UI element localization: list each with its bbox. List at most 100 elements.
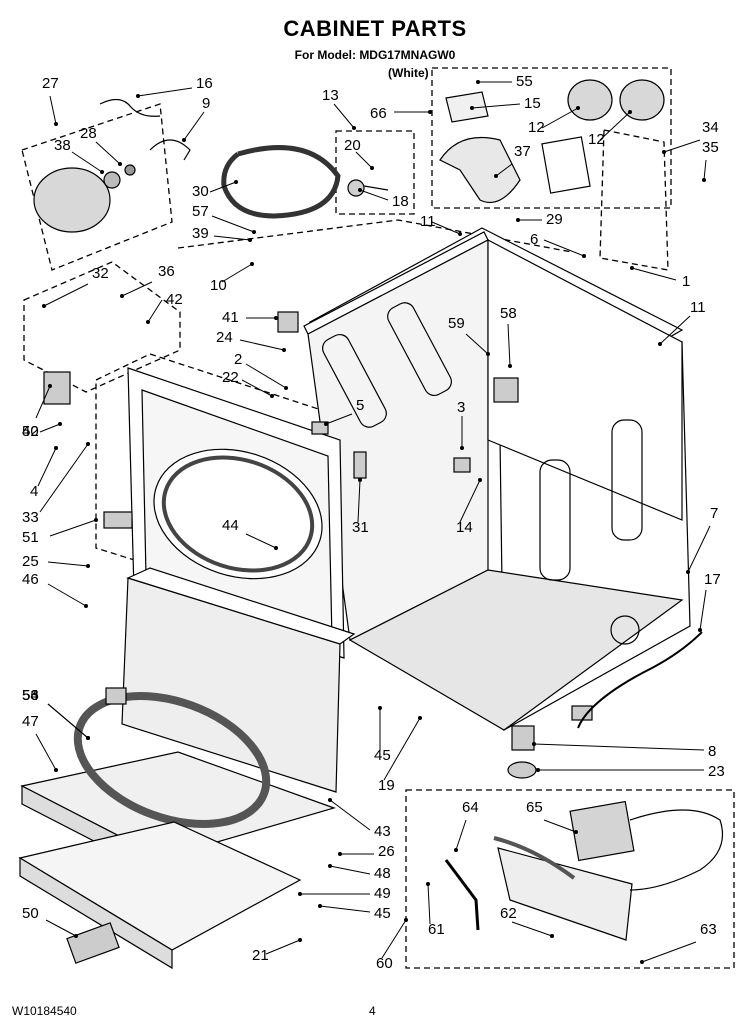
- leader-line: [35, 733, 57, 771]
- leader-arrowhead: [282, 348, 286, 352]
- leader-line: [49, 519, 97, 537]
- callout-number: 53: [22, 687, 39, 704]
- leader-arrowhead: [328, 798, 332, 802]
- callout-number: 15: [524, 95, 541, 112]
- callout-number: 3: [457, 399, 465, 416]
- leader-line: [147, 299, 163, 323]
- callout-number: 54: [22, 687, 39, 704]
- leader-arrowhead: [274, 546, 278, 550]
- callout-number: 35: [702, 139, 719, 156]
- callout-number: 25: [22, 553, 39, 570]
- cabinet-base: [348, 569, 684, 731]
- page-number: 4: [369, 1004, 376, 1018]
- leader-line: [47, 583, 87, 607]
- leader-line: [543, 239, 585, 257]
- leader-line: [71, 151, 103, 173]
- callout-number: 10: [210, 277, 227, 294]
- vent-plate: [445, 91, 489, 123]
- callout-number: 1: [682, 273, 690, 290]
- callout-number: 30: [192, 183, 209, 200]
- leader-line: [39, 443, 89, 513]
- leader-arrowhead: [494, 174, 498, 178]
- leader-arrowhead: [486, 352, 490, 356]
- small-parts: [43, 311, 593, 964]
- callout-number: 28: [80, 125, 97, 142]
- leader-arrowhead: [536, 768, 540, 772]
- leader-arrowhead: [426, 882, 430, 886]
- page-title: CABINET PARTS: [283, 16, 467, 41]
- leader-arrowhead: [120, 294, 124, 298]
- leader-arrowhead: [658, 342, 662, 346]
- instruction-booklet: [541, 136, 591, 194]
- callout-number: 56: [22, 687, 39, 704]
- callout-number: 24: [216, 329, 233, 346]
- switch-part-5: [311, 421, 329, 435]
- switch-part-41: [277, 311, 299, 333]
- leader-line: [355, 151, 373, 169]
- motor-pulley: [103, 171, 121, 189]
- hinge-part-50: [66, 922, 120, 964]
- callout-number: 16: [196, 75, 213, 92]
- leader-line: [465, 333, 489, 355]
- leader-arrowhead: [338, 852, 342, 856]
- leader-arrowhead: [274, 316, 278, 320]
- leader-line: [47, 561, 89, 567]
- motor-body: [33, 167, 111, 233]
- leader-arrowhead: [74, 934, 78, 938]
- leader-arrowhead: [352, 126, 356, 130]
- leader-line: [471, 103, 521, 109]
- leader-line: [333, 103, 355, 129]
- leader-arrowhead: [582, 254, 586, 258]
- leader-line: [659, 315, 691, 345]
- leader-arrowhead: [318, 904, 322, 908]
- leader-line: [431, 221, 461, 235]
- leader-line: [329, 865, 371, 875]
- igniter-64: [444, 859, 480, 931]
- leader-arrowhead: [42, 304, 46, 308]
- glide-part-8: [511, 725, 535, 751]
- callout-number: 60: [376, 955, 393, 972]
- callout-number: 65: [526, 799, 543, 816]
- right-embossing-1: [539, 459, 571, 581]
- callout-number: 22: [222, 369, 239, 386]
- motor-assembly: [33, 98, 191, 233]
- leader-line: [427, 883, 431, 925]
- clip-part-54: [105, 687, 127, 705]
- harness-box: [599, 129, 669, 271]
- motor-assembly-box: [21, 103, 173, 271]
- leader-arrowhead: [358, 478, 362, 482]
- callout-number: 32: [92, 265, 109, 282]
- leader-arrowhead: [234, 180, 238, 184]
- leader-arrowhead: [458, 232, 462, 236]
- toe-panel-top: [126, 567, 356, 645]
- callout-number: 33: [22, 509, 39, 526]
- door-seal: [161, 455, 315, 573]
- callout-number: 20: [344, 137, 361, 154]
- burner-bracket: [497, 847, 633, 941]
- model-line: For Model: MDG17MNAGW0: [294, 48, 456, 62]
- leader-arrowhead: [662, 150, 666, 154]
- callout-number: 63: [700, 921, 717, 938]
- leader-arrowhead: [324, 422, 328, 426]
- callout-number: 23: [708, 763, 725, 780]
- callout-number: 52: [22, 423, 39, 440]
- callout-number: 11: [420, 213, 436, 230]
- drum-seal-ring: [73, 692, 271, 828]
- leader-arrowhead: [470, 106, 474, 110]
- side-embossing-2: [387, 302, 452, 397]
- leader-line: [703, 159, 707, 181]
- leader-line: [459, 479, 481, 523]
- callout-number: 6: [530, 231, 538, 248]
- leader-arrowhead: [94, 518, 98, 522]
- leader-arrowhead: [702, 178, 706, 182]
- leader-arrowhead: [476, 80, 480, 84]
- leader-arrowhead: [136, 94, 140, 98]
- callout-number: 34: [702, 119, 719, 136]
- leader-line: [121, 281, 153, 297]
- leader-arrowhead: [146, 320, 150, 324]
- leader-arrowhead: [508, 364, 512, 368]
- leader-line: [663, 139, 701, 153]
- leader-line: [381, 919, 407, 959]
- leader-arrowhead: [404, 918, 408, 922]
- leader-line: [359, 189, 389, 201]
